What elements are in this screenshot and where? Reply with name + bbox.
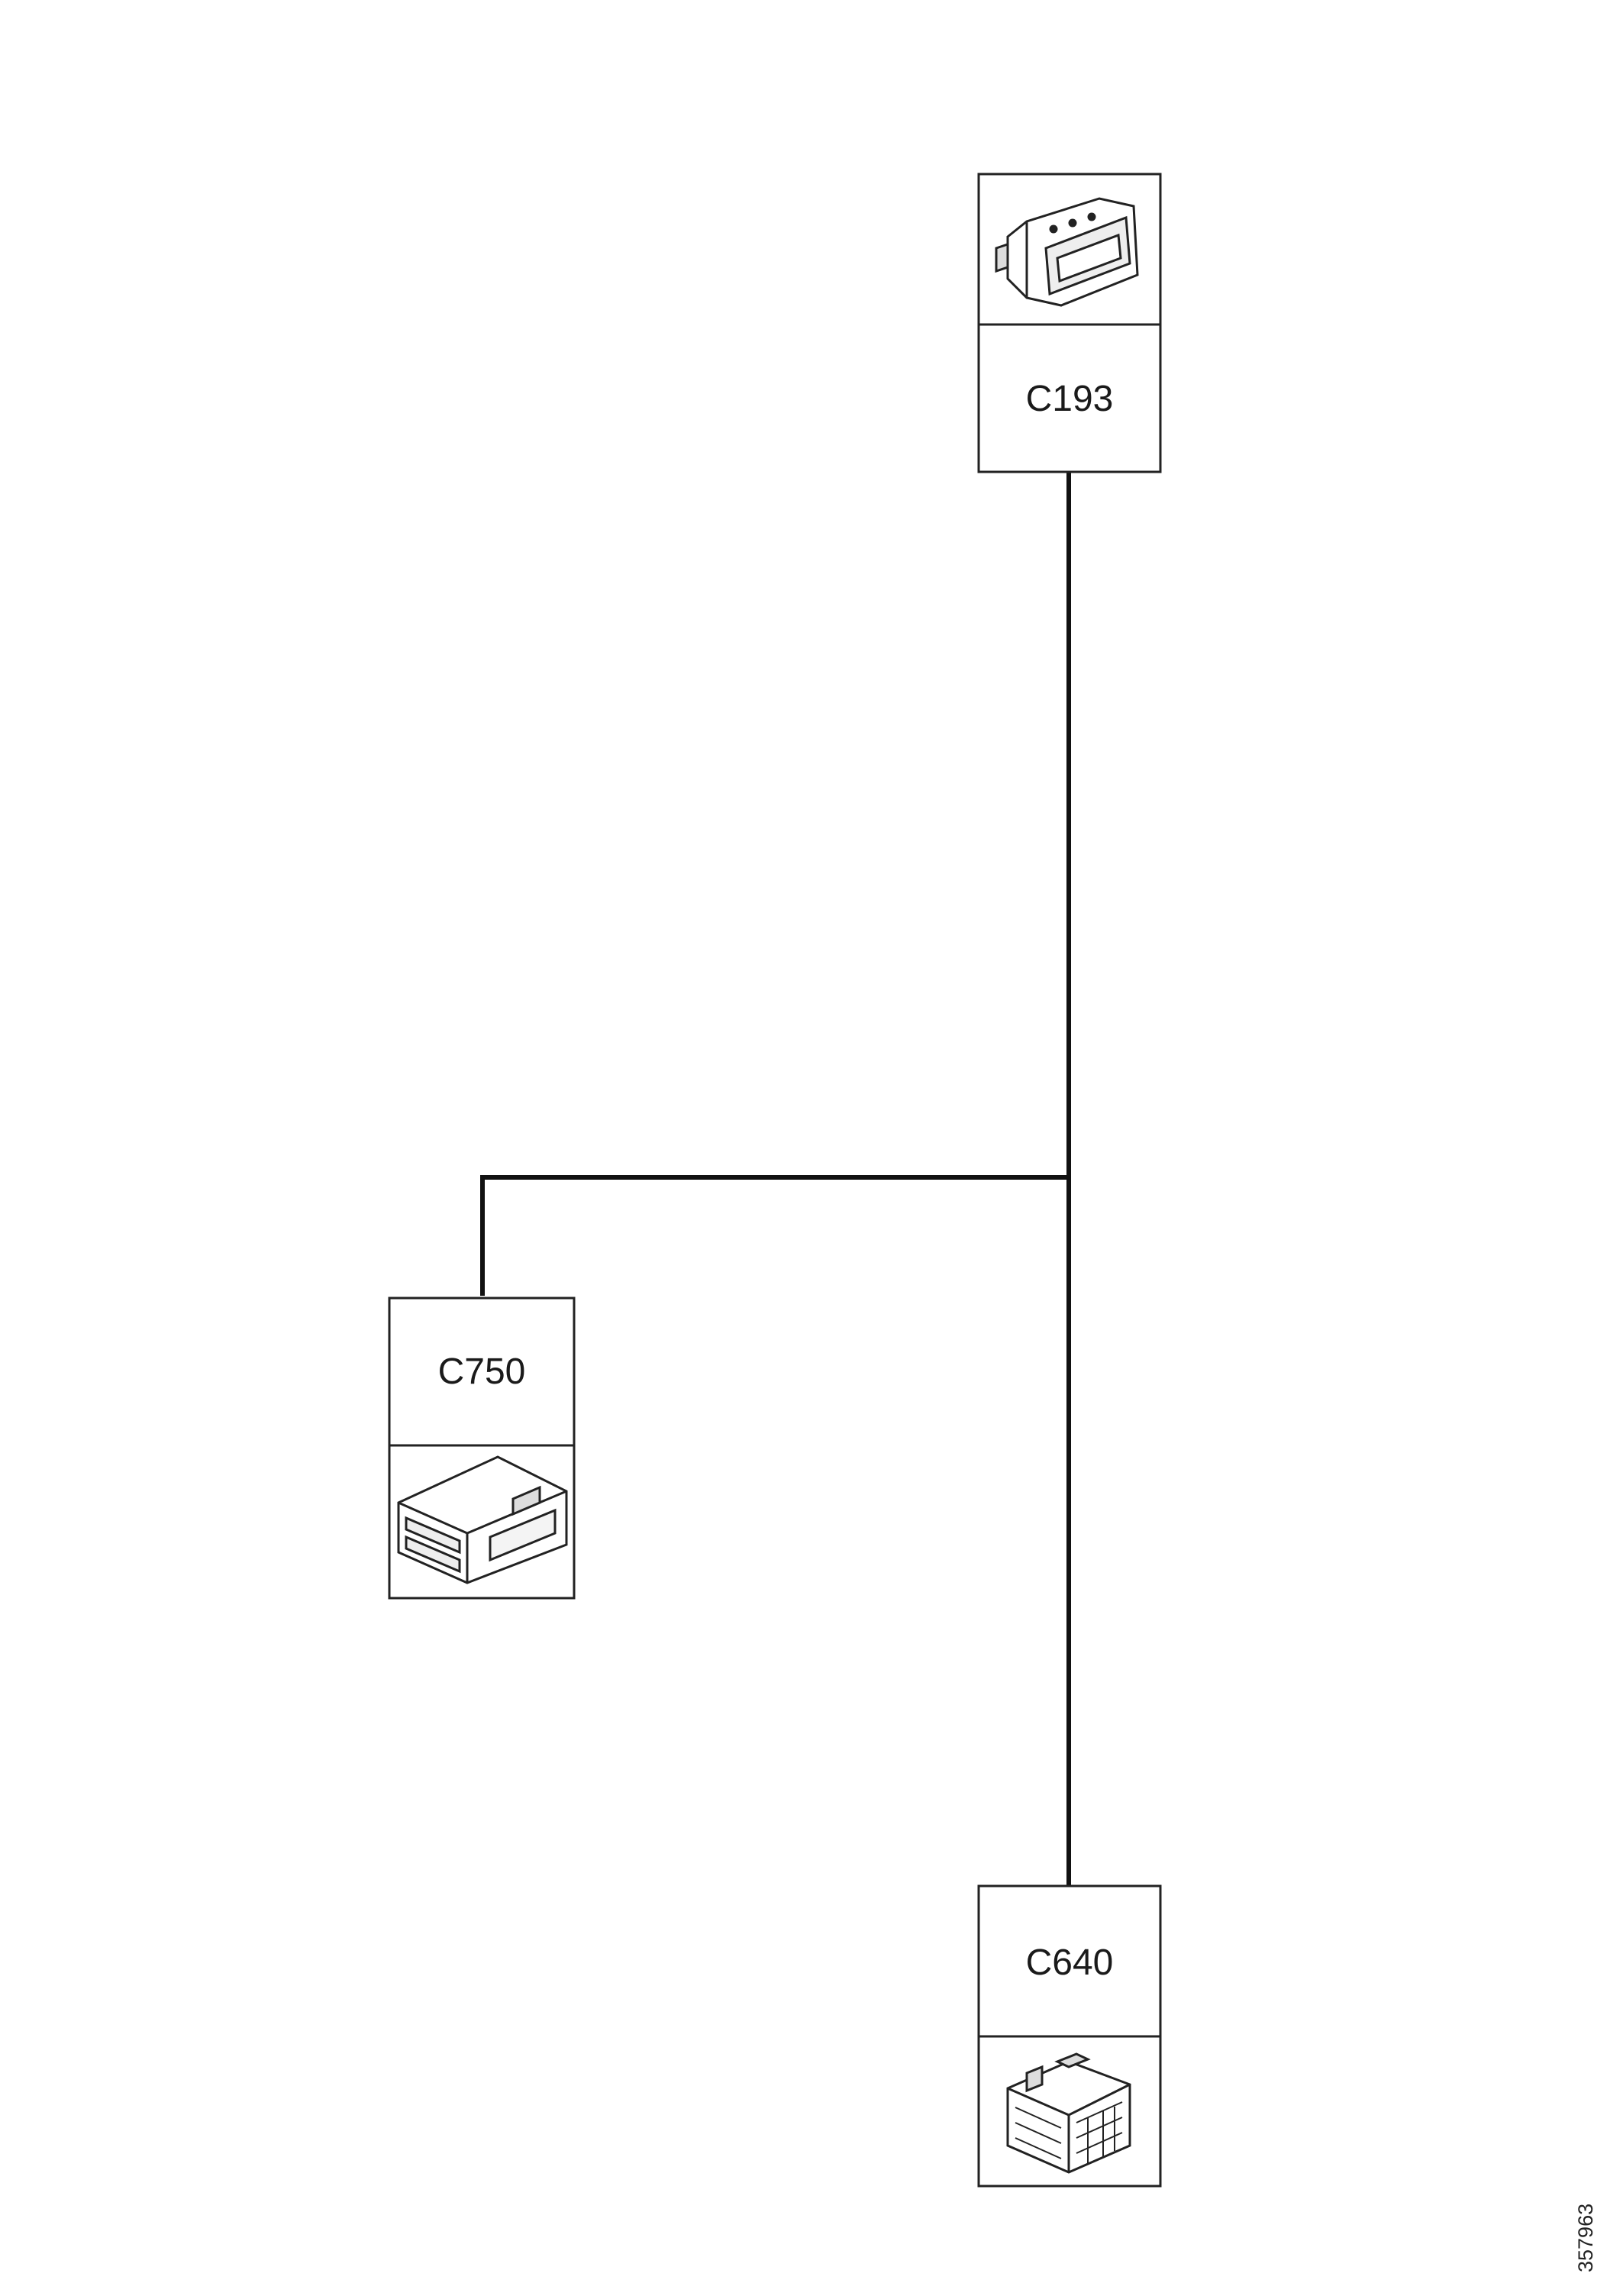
grid-terminal-connector-icon (1006, 2052, 1131, 2174)
connector-c640-label: C640 (1026, 1942, 1114, 1983)
branch-wire-c750 (480, 1175, 1069, 1296)
drawing-reference-number: 357963 (1574, 2203, 1597, 2272)
connector-c640[interactable]: C640 (977, 1884, 1162, 2188)
connector-c750-label-cell (388, 1297, 576, 1447)
connector-c193-label-cell (977, 323, 1162, 473)
connector-c750[interactable]: C750 (388, 1297, 576, 1600)
multi-pin-header-connector-icon (995, 197, 1139, 307)
connector-c640-label-cell (977, 1884, 1162, 2038)
dual-row-connector-icon (397, 1455, 568, 1584)
connector-c193[interactable]: C193 (977, 173, 1162, 473)
connector-c193-label: C193 (1026, 379, 1114, 419)
connector-c750-label: C750 (438, 1351, 526, 1392)
wire-harness (480, 472, 1071, 1886)
